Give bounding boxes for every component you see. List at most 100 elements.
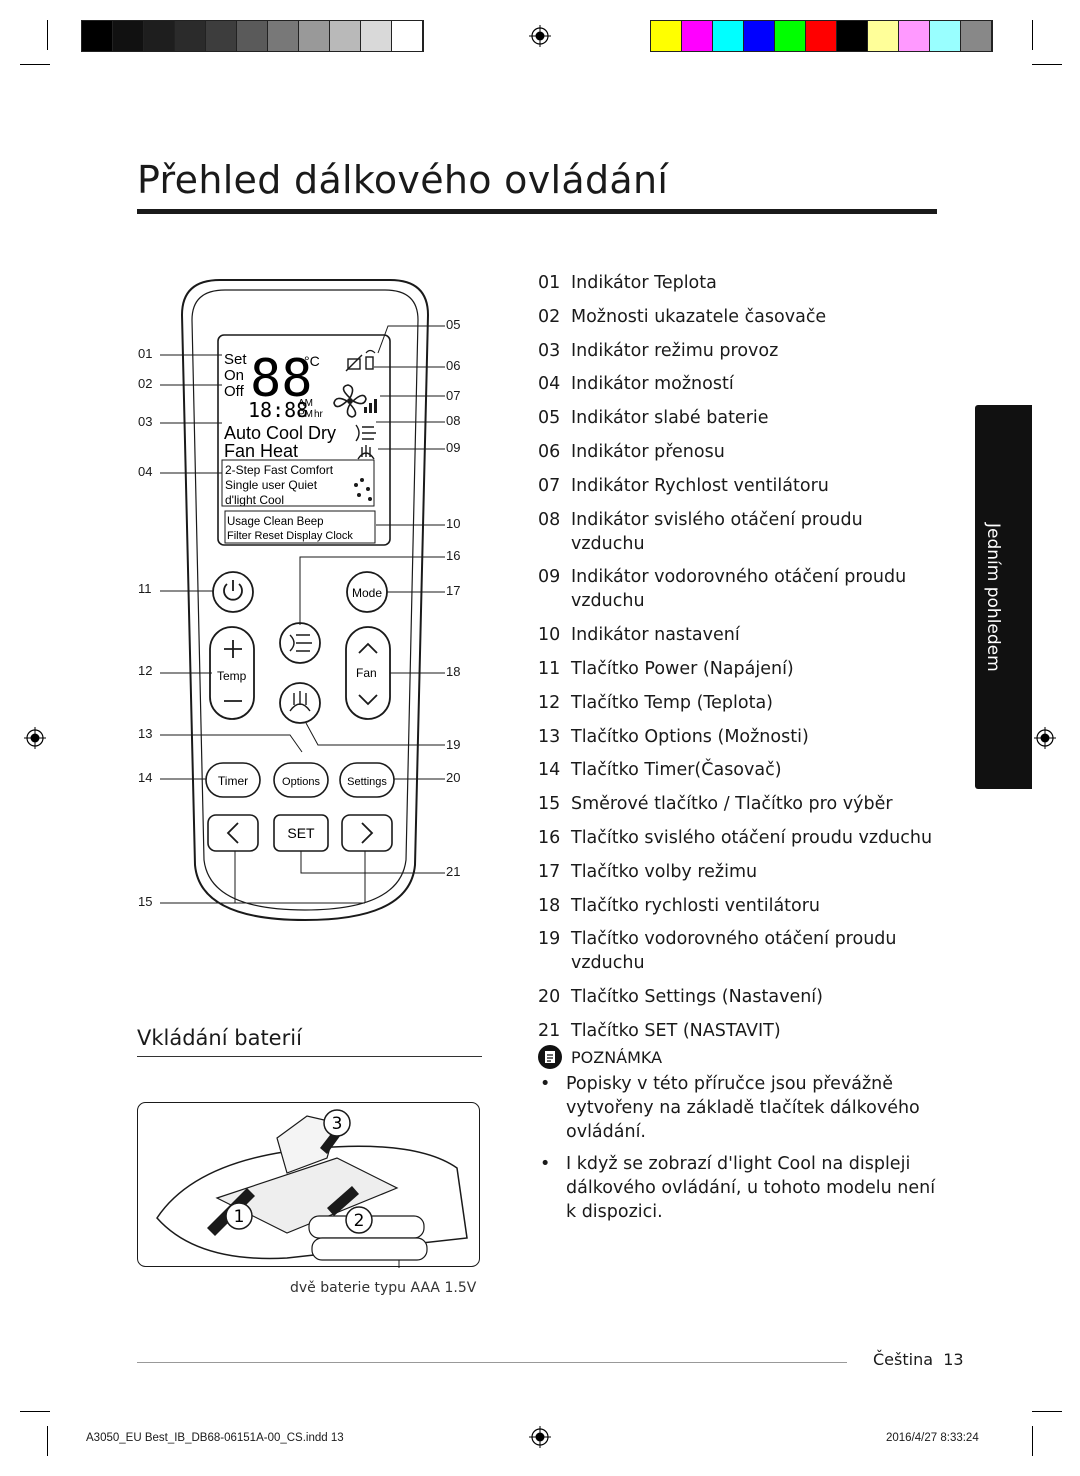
callout-label: 15 [138, 894, 153, 909]
battery-low-icon [345, 354, 363, 372]
registration-mark-icon [529, 1426, 551, 1448]
callout-label: 19 [446, 737, 461, 752]
callout-label: 17 [446, 583, 461, 598]
color-swatch [206, 21, 237, 51]
left-button[interactable] [207, 814, 259, 852]
color-swatch [868, 21, 899, 51]
display-off: Off [224, 383, 245, 400]
item-number: 10 [538, 625, 561, 646]
mode-button[interactable]: Mode [346, 571, 388, 613]
callout-label: 05 [446, 317, 461, 332]
item-number: 04 [538, 374, 561, 395]
note-bullet: •Popisky v této příručce jsou převážně v… [540, 1072, 940, 1144]
list-item: 05 Indikátor slabé baterie [538, 406, 938, 430]
callout-label: 14 [138, 770, 153, 785]
right-button[interactable] [341, 814, 393, 852]
note-text: I když se zobrazí d'light Cool na disple… [566, 1154, 936, 1222]
battery-caption: dvě baterie typu AAA 1.5V [290, 1280, 477, 1296]
horizontal-swing-button[interactable] [279, 682, 321, 724]
power-icon [223, 580, 243, 601]
step-marker: 2 [345, 1206, 373, 1234]
list-item: 11 Tlačítko Power (Napájení) [538, 657, 938, 681]
footer-rule [137, 1362, 847, 1363]
leader-lines [160, 325, 445, 904]
color-swatch [744, 21, 775, 51]
temp-button-label: Temp [217, 669, 247, 683]
color-swatch [299, 21, 330, 51]
color-swatch [806, 21, 837, 51]
page-title: Přehled dálkového ovládání [137, 158, 669, 202]
item-number: 05 [538, 408, 561, 429]
bullet-dot: • [540, 1154, 551, 1174]
page-number: 13 [943, 1350, 964, 1369]
note-text: Popisky v této příručce jsou převážně vy… [566, 1074, 920, 1142]
display-set: Set [224, 351, 247, 368]
crop-mark [1032, 20, 1033, 50]
callout-label: 18 [446, 664, 461, 679]
display-am: AM [298, 398, 313, 409]
item-text: Indikátor možností [571, 374, 734, 395]
item-number: 11 [538, 658, 561, 679]
item-text: Tlačítko SET (NASTAVIT) [571, 1020, 781, 1041]
callout-label: 10 [446, 516, 461, 531]
color-swatch [682, 21, 713, 51]
vertical-swing-button[interactable] [279, 622, 321, 664]
fan-speed-icon [364, 399, 377, 413]
item-number: 01 [538, 273, 561, 293]
note-bullet: • I když se zobrazí d'light Cool na displ… [540, 1152, 940, 1224]
battery-insertion-diagram: 3 1 2 [137, 1102, 480, 1268]
fan-rocker[interactable]: Fan [345, 626, 391, 720]
fan-button-label: Fan [356, 666, 377, 680]
crop-mark [47, 1426, 48, 1456]
display-digits: 88 [250, 349, 313, 409]
item-number: 17 [538, 861, 561, 882]
item-text: Tlačítko Power (Napájení) [571, 658, 794, 679]
color-swatch [961, 21, 992, 51]
power-button[interactable] [212, 571, 254, 613]
title-rule [137, 209, 937, 214]
callout-label: 06 [446, 358, 461, 373]
callout-label: 03 [138, 414, 153, 429]
set-button[interactable]: SET [273, 814, 329, 852]
timer-button[interactable]: Timer [205, 762, 261, 798]
item-number: 15 [538, 794, 561, 815]
note-icon [538, 1045, 562, 1069]
item-text: Tlačítko Timer(Časovač) [571, 760, 782, 781]
color-swatch [713, 21, 744, 51]
horizontal-swing-icon [289, 691, 311, 712]
color-swatch [82, 21, 113, 51]
fan-icon [333, 384, 367, 418]
temp-rocker[interactable]: Temp [209, 626, 255, 720]
crop-mark [1032, 64, 1062, 65]
step-marker: 3 [323, 1109, 351, 1137]
grayscale-color-bar [81, 20, 424, 52]
callout-label: 02 [138, 376, 153, 391]
registration-mark-icon [1034, 727, 1056, 749]
item-text: Indikátor svislého otáčení proudu vzduch… [571, 509, 863, 554]
callout-label: 01 [138, 346, 153, 361]
color-swatch [144, 21, 175, 51]
item-text: Indikátor slabé baterie [571, 408, 769, 429]
callout-label: 07 [446, 388, 461, 403]
callout-label: 08 [446, 413, 461, 428]
settings-button-label: Settings [347, 776, 387, 788]
chevron-left-icon [226, 822, 239, 844]
settings-button[interactable]: Settings [339, 762, 395, 798]
color-swatch [775, 21, 806, 51]
item-number: 21 [538, 1020, 561, 1041]
callout-label: 09 [446, 440, 461, 455]
color-swatch [330, 21, 361, 51]
options-button[interactable]: Options [273, 762, 329, 798]
svg-text:1: 1 [234, 1207, 245, 1227]
item-text: Tlačítko Temp (Teplota) [571, 692, 774, 713]
